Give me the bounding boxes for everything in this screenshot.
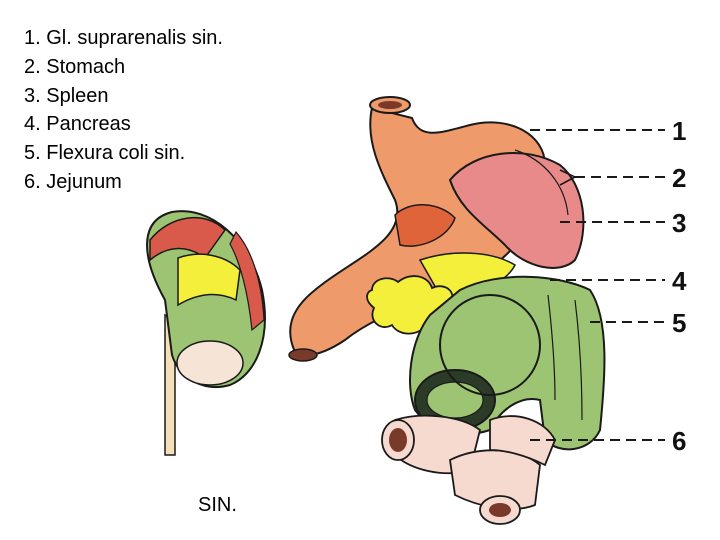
callout-number-5: 5 (672, 308, 686, 338)
callout-number-3: 3 (672, 208, 686, 238)
side-label: SIN. (198, 494, 237, 517)
jejunum (382, 416, 555, 524)
callout-number-2: 2 (672, 163, 686, 193)
callout-number-1: 1 (672, 116, 686, 146)
callout-number-4: 4 (672, 266, 687, 296)
callout-number-6: 6 (672, 426, 686, 456)
kidney (147, 211, 265, 455)
